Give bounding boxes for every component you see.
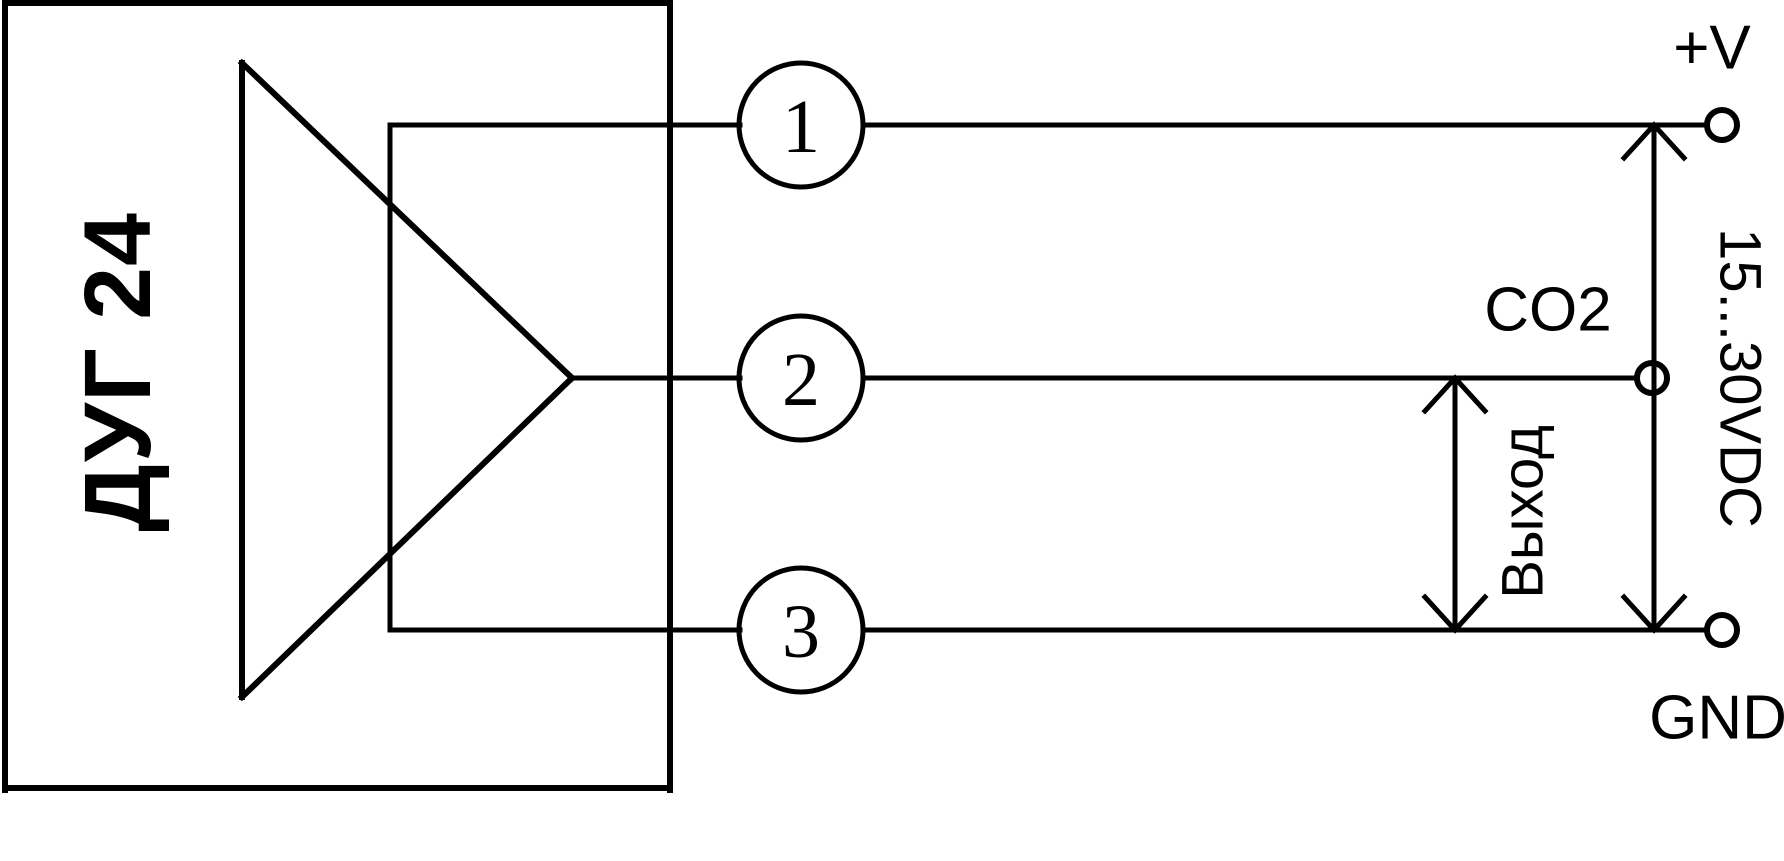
terminal-plus-v-node[interactable] xyxy=(1704,107,1740,143)
terminal-label-plus-v: +V xyxy=(1673,14,1751,83)
supply-voltage-dimension-arrow xyxy=(1620,121,1688,634)
dimension-label-output: Выход xyxy=(1491,425,1556,599)
output-dimension-arrow xyxy=(1421,374,1489,634)
pin-2-group[interactable]: 2 xyxy=(736,313,1640,443)
terminal-label-gnd: GND xyxy=(1649,684,1784,753)
pin-1-group[interactable]: 1 xyxy=(736,60,1725,190)
pin-3-group[interactable]: 3 xyxy=(736,565,1725,695)
dimension-label-supply-voltage: 15...30VDC xyxy=(1708,228,1773,528)
pin-2-number: 2 xyxy=(782,338,820,422)
pin-1-number: 1 xyxy=(782,85,820,169)
internal-wiring xyxy=(387,122,743,633)
device-enclosure-outline xyxy=(2,0,673,793)
pin-3-number: 3 xyxy=(782,590,820,674)
terminal-label-co2: CO2 xyxy=(1484,276,1611,345)
sensor-triangle-symbol xyxy=(237,58,577,702)
device-label: ДУГ 24 xyxy=(65,212,171,532)
terminal-gnd-node[interactable] xyxy=(1704,612,1740,648)
